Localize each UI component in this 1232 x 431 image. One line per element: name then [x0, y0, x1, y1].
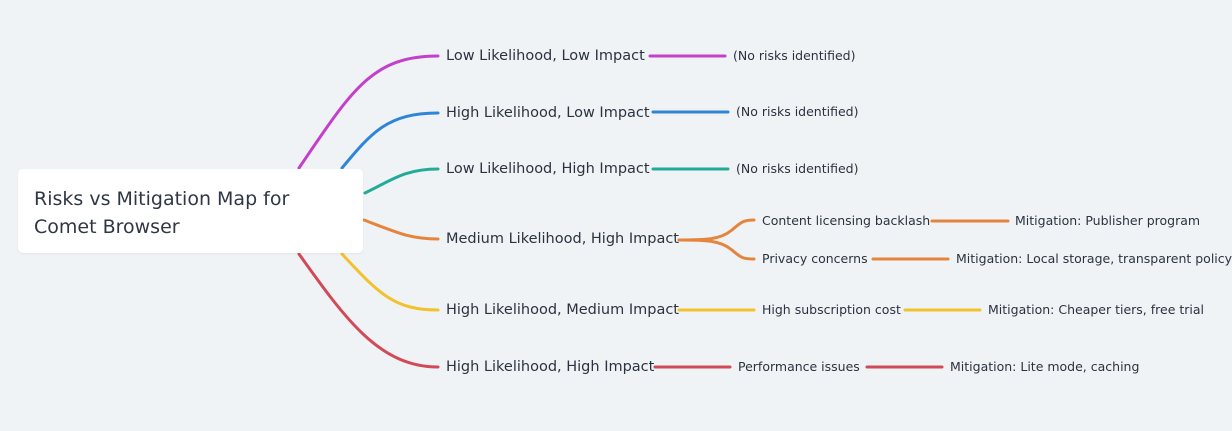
- branch-root-to-category-3: [363, 167, 440, 195]
- branch-root-to-category-1: [297, 54, 440, 170]
- category-medium-likelihood-high-impact[interactable]: Medium Likelihood, High Impact: [446, 231, 679, 247]
- mitigation-lite-mode[interactable]: Mitigation: Lite mode, caching: [950, 359, 1140, 374]
- risk-none-2[interactable]: (No risks identified): [736, 104, 859, 119]
- root-title: Risks vs Mitigation Map for Comet Browse…: [34, 188, 290, 238]
- link-category-4-to-risk-1: [677, 218, 756, 242]
- branch-root-to-category-4: [362, 218, 440, 241]
- risk-none-1[interactable]: (No risks identified): [733, 48, 856, 63]
- category-low-likelihood-high-impact[interactable]: Low Likelihood, High Impact: [446, 161, 650, 177]
- risk-privacy-concerns[interactable]: Privacy concerns: [762, 251, 868, 266]
- mitigation-publisher-program[interactable]: Mitigation: Publisher program: [1015, 213, 1201, 228]
- branch-root-to-category-2: [340, 111, 440, 170]
- category-high-likelihood-high-impact[interactable]: High Likelihood, High Impact: [446, 359, 655, 375]
- root-node[interactable]: Risks vs Mitigation Map for Comet Browse…: [18, 169, 363, 253]
- risk-none-3[interactable]: (No risks identified): [736, 161, 859, 176]
- branch-root-to-category-5: [340, 252, 440, 312]
- risk-content-licensing-backlash[interactable]: Content licensing backlash: [762, 213, 931, 228]
- category-high-likelihood-low-impact[interactable]: High Likelihood, Low Impact: [446, 105, 650, 121]
- risk-performance-issues[interactable]: Performance issues: [738, 359, 860, 374]
- link-category-4-to-risk-2: [677, 238, 756, 261]
- category-low-likelihood-low-impact[interactable]: Low Likelihood, Low Impact: [446, 48, 645, 64]
- mitigation-cheaper-tiers[interactable]: Mitigation: Cheaper tiers, free trial: [988, 302, 1205, 317]
- mitigation-local-storage[interactable]: Mitigation: Local storage, transparent p…: [956, 251, 1232, 266]
- branch-root-to-category-6: [297, 252, 440, 369]
- category-high-likelihood-medium-impact[interactable]: High Likelihood, Medium Impact: [446, 302, 679, 318]
- risk-high-subscription-cost[interactable]: High subscription cost: [762, 302, 901, 317]
